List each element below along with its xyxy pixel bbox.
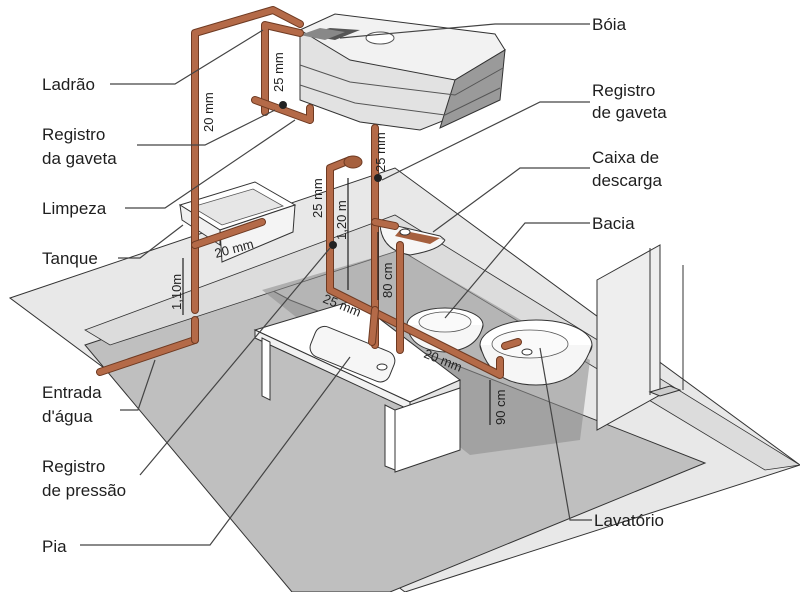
leader-bacia (444, 222, 590, 319)
dim-lavatorio-height: 90 cm (493, 390, 508, 425)
dim-ladrao-pipe: 20 mm (201, 92, 216, 132)
label-caixa-line2: descarga (592, 171, 662, 190)
label-registro-gaveta-right-line2: de gaveta (592, 103, 667, 122)
leader-registro-pressao (139, 247, 331, 476)
washbasin (479, 319, 593, 386)
pipe-network (96, 6, 522, 379)
leader-pia (80, 356, 351, 546)
label-tanque: Tanque (42, 249, 98, 268)
leader-limpeza (125, 119, 296, 209)
valve-registro-gaveta-right (374, 174, 382, 182)
dim-ramal-pipe: 25 mm (310, 178, 325, 218)
label-limpeza: Limpeza (42, 199, 107, 218)
label-registro-gaveta-right-line1: Registro (592, 81, 655, 100)
label-lavatorio: Lavatório (594, 511, 664, 530)
label-registro-gaveta-line1: Registro (42, 125, 105, 144)
leader-registro-gaveta (137, 109, 276, 146)
label-ladrao: Ladrão (42, 75, 95, 94)
leader-caixa (432, 167, 590, 233)
wall-strip (84, 214, 800, 471)
dim-limpeza-pipe: 25 mm (271, 52, 286, 92)
label-entrada-line1: Entrada (42, 383, 102, 402)
label-entrada-line2: d'água (42, 407, 93, 426)
label-pia: Pia (42, 537, 67, 556)
label-registro-pressao-line1: Registro (42, 457, 105, 476)
valve-junction (343, 155, 363, 169)
partition-wall (596, 244, 684, 431)
valve-registro-gaveta (279, 101, 287, 109)
leader-entrada (120, 359, 156, 411)
laundry-tub (178, 181, 297, 263)
label-registro-pressao-line2: de pressão (42, 481, 126, 500)
label-bacia: Bacia (592, 214, 635, 233)
water-tank (299, 13, 506, 131)
leader-ladrao (110, 29, 264, 85)
dim-tanque-height: 1,10m (169, 274, 184, 310)
sink-counter (253, 299, 461, 473)
dim-descida-tank: 25 mm (373, 132, 388, 172)
valve-registro-pressao (329, 241, 337, 249)
dim-registro-pressao-height: 1,20 m (334, 200, 349, 240)
label-registro-gaveta-line2: da gaveta (42, 149, 117, 168)
leader-lavatorio (539, 347, 592, 521)
leader-boia (339, 23, 590, 39)
dim-caixa-height: 80 cm (380, 263, 395, 298)
leader-tanque (118, 224, 184, 259)
toilet-bowl (406, 307, 484, 353)
leader-registro-gaveta-right (381, 101, 590, 181)
label-caixa-line1: Caixa de (592, 148, 659, 167)
label-boia: Bóia (592, 15, 627, 34)
